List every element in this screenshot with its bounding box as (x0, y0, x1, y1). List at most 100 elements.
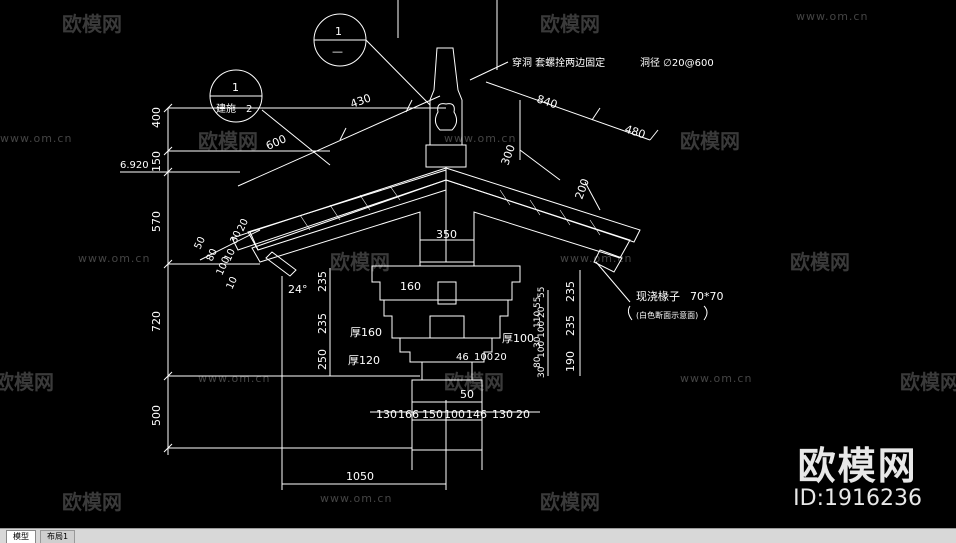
watermark-url: www.om.cn (198, 372, 271, 385)
tab-layout1[interactable]: 布局1 (40, 530, 76, 543)
vdim-150: 150 (150, 151, 163, 172)
dim-tick (405, 99, 413, 113)
dim-tick (649, 129, 659, 141)
mid-100: 100 (474, 352, 493, 363)
dim-200: 200 (573, 177, 592, 201)
drawing-canvas[interactable]: 欧模网 欧模网 www.om.cn www.om.cn 欧模网 www.om.c… (0, 0, 956, 528)
brand-name: 欧模网 (797, 444, 918, 488)
watermark-url: www.om.cn (0, 132, 73, 145)
thick-120: 厚120 (348, 354, 380, 367)
eave-right (593, 249, 623, 273)
stack-dim-8: 55 (537, 287, 547, 298)
dim-160: 160 (400, 280, 421, 293)
watermark-logo: 欧模网 (330, 250, 390, 274)
slope-80: 80 (205, 247, 220, 263)
dim-line (519, 149, 561, 181)
mid-46: 46 (456, 352, 469, 363)
rafter-label: 现浇椽子 (636, 290, 680, 303)
watermark-logo: 欧模网 (198, 129, 258, 153)
tab-model[interactable]: 模型 (6, 530, 36, 543)
vdim-570: 570 (150, 211, 163, 232)
rafter-size: 70*70 (690, 290, 724, 303)
vdim-500: 500 (150, 405, 163, 426)
slope-dim-line (485, 81, 651, 141)
roof-concrete-right (445, 179, 631, 263)
stack-dim-0: 30 (537, 366, 547, 378)
mid-50: 50 (460, 388, 474, 401)
slope-20: 20 (236, 217, 251, 233)
stack-dim-1: 80 (533, 356, 543, 368)
ref1-num: 1 (335, 25, 342, 38)
cad-roof-section-drawing[interactable]: 1 — 1 建施－2 穿洞 套螺拴两边固定 洞径 ∅20@600 430 840… (0, 0, 956, 528)
eave-left (265, 251, 297, 277)
thick-100: 厚100 (502, 332, 534, 345)
bdim-166: 166 (398, 408, 419, 421)
angle-label: 24° (288, 283, 308, 296)
watermark-logo: 欧模网 (540, 490, 600, 514)
dim-840: 840 (535, 92, 559, 111)
ref2-num: 1 (232, 81, 239, 94)
stack-dim-2: 100 (537, 341, 547, 358)
layout-tab-bar: 模型 布局1 (0, 528, 956, 543)
thick-160: 厚160 (350, 326, 382, 339)
stack-dim-5: 110 (533, 311, 543, 328)
elevation-mark: 6.920 (120, 160, 149, 171)
rdim-235b: 235 (564, 315, 577, 336)
ridge-base (425, 144, 467, 168)
roof-tile-right-top (445, 167, 641, 243)
watermark-logo: 欧模网 (62, 12, 122, 36)
rdim-190: 190 (564, 351, 577, 372)
dim-480: 480 (623, 122, 647, 141)
column-band (411, 379, 483, 403)
bolt-leader (469, 61, 509, 81)
slab-edge (249, 231, 259, 251)
slope-50: 50 (193, 235, 208, 251)
watermark-logo: 欧模网 (680, 129, 740, 153)
slope-stack-dim (199, 229, 261, 261)
slope-30: 30 (229, 229, 244, 245)
stack-dim-4: 100 (537, 321, 547, 338)
watermark-url: www.om.cn (320, 492, 393, 505)
dim-350: 350 (436, 228, 457, 241)
note-bracket (627, 305, 633, 321)
watermark-logo: 欧模网 (444, 370, 504, 394)
bracket-block (429, 315, 465, 339)
vdim-720: 720 (150, 311, 163, 332)
watermark-url: www.om.cn (796, 10, 869, 23)
rafter-leader (595, 261, 631, 303)
leader-line (365, 39, 431, 106)
ref1-sheet: — (332, 45, 343, 58)
dim-tick (591, 107, 601, 121)
watermark-logo: 欧模网 (540, 12, 600, 36)
bdim-150: 150 (422, 408, 443, 421)
roof-slab-left (247, 169, 447, 251)
ridge-finial (434, 103, 458, 131)
bracket-arm-3 (399, 337, 493, 363)
bdim-20: 20 (516, 408, 530, 421)
watermark-logo: 欧模网 (790, 250, 850, 274)
stack-dim-7: 55 (533, 297, 543, 308)
ldim-235b: 235 (316, 313, 329, 334)
rafter-note: (白色断面示意面) (636, 310, 698, 320)
bdim-100: 100 (444, 408, 465, 421)
bdim-130b: 130 (492, 408, 513, 421)
watermark-url: www.om.cn (78, 252, 151, 265)
vdim-400: 400 (150, 107, 163, 128)
leader-line (261, 109, 331, 166)
rdim-235a: 235 (564, 281, 577, 302)
bracket-arm-1 (371, 265, 521, 301)
bdim-130: 130 (376, 408, 397, 421)
dim-line (584, 181, 601, 211)
dim-tick (339, 127, 347, 141)
mid-20: 20 (494, 352, 507, 363)
note-hole: 洞径 ∅20@600 (640, 56, 714, 69)
bdim-146: 146 (466, 408, 487, 421)
capital-block (421, 361, 473, 381)
dim-1050: 1050 (346, 470, 374, 483)
stack-dim-3: 30 (533, 336, 543, 348)
bracket-block-small (437, 281, 457, 305)
note-bracket (703, 305, 708, 321)
brand-id: ID:1916236 (793, 486, 922, 511)
watermark-logo: 欧模网 (900, 370, 956, 394)
stack-dim-6: 20 (537, 306, 547, 318)
